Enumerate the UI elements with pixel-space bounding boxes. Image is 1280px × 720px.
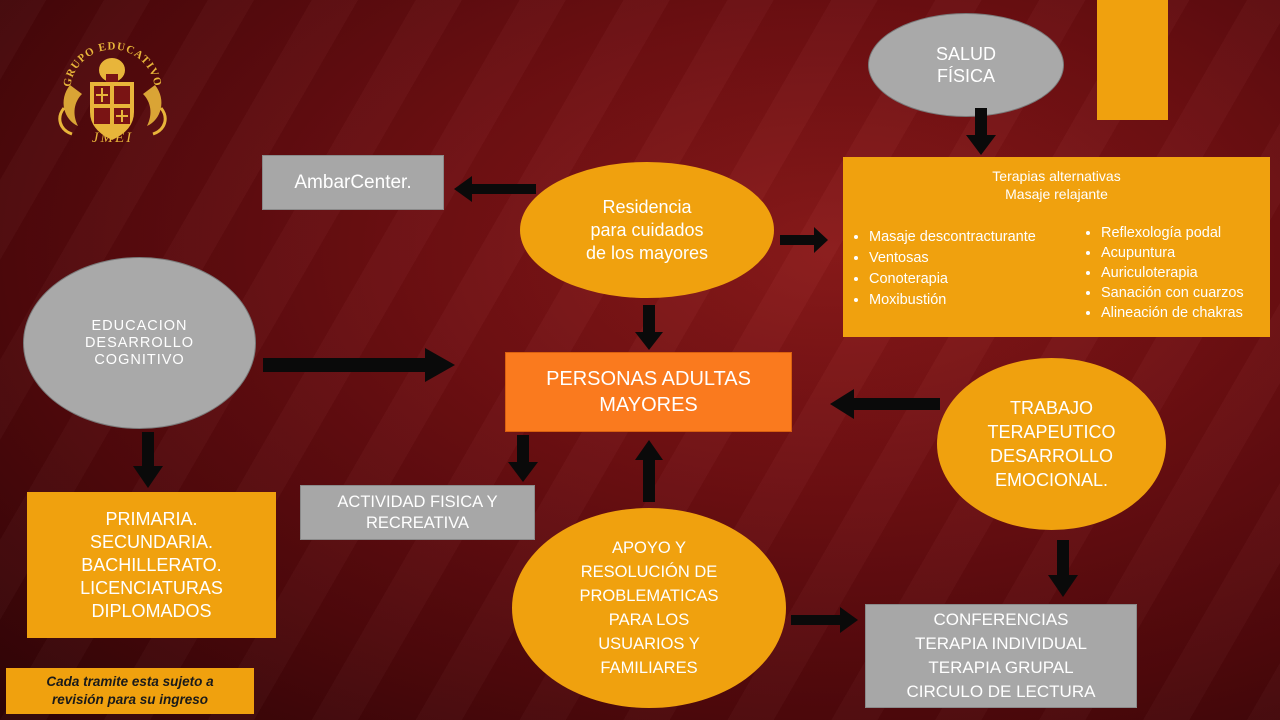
nota-box: Cada tramite esta sujeto a revisión para… xyxy=(6,668,254,714)
terapias-box: Terapias alternativas Masaje relajante M… xyxy=(843,157,1270,337)
conferencias-line-1: CONFERENCIAS xyxy=(933,610,1069,629)
terapias-right-list: Reflexología podal Acupuntura Auriculote… xyxy=(1079,223,1244,323)
primaria-line-1: PRIMARIA. xyxy=(105,508,198,529)
trabajo-line-4: EMOCIONAL. xyxy=(994,470,1109,490)
arrow-educacion-to-primaria xyxy=(133,432,163,488)
educacion-line-3: COGNITIVO xyxy=(94,351,185,368)
terapias-right-item: Reflexología podal xyxy=(1101,223,1244,243)
terapias-right-item: Acupuntura xyxy=(1101,243,1244,263)
residencia-line-1: Residencia xyxy=(602,196,692,217)
apoyo-node: APOYO Y RESOLUCIÓN DE PROBLEMATICAS PARA… xyxy=(512,508,786,708)
actividad-fisica-node: ACTIVIDAD FISICA Y RECREATIVA xyxy=(300,485,535,540)
actividad-line-2: RECREATIVA xyxy=(366,513,469,532)
trabajo-terapeutico-node: TRABAJO TERAPEUTICO DESARROLLO EMOCIONAL… xyxy=(937,358,1166,530)
residencia-node: Residencia para cuidados de los mayores xyxy=(520,162,774,298)
personas-line-1: PERSONAS ADULTAS xyxy=(546,368,751,390)
arrow-personas-to-actividad xyxy=(508,435,538,482)
primaria-line-2: SECUNDARIA. xyxy=(89,531,214,552)
educacion-node: EDUCACION DESARROLLO COGNITIVO xyxy=(23,257,256,429)
arrow-trabajo-to-conferencias xyxy=(1048,540,1078,597)
apoyo-line-6: FAMILIARES xyxy=(600,659,698,677)
personas-line-2: MAYORES xyxy=(599,394,698,416)
arrow-residencia-to-ambar xyxy=(454,176,536,202)
terapias-left-list: Masaje descontracturante Ventosas Conote… xyxy=(843,227,1036,311)
conferencias-line-2: TERAPIA INDIVIDUAL xyxy=(915,634,1087,653)
terapias-title: Terapias alternativas Masaje relajante xyxy=(843,157,1270,203)
apoyo-line-1: APOYO Y xyxy=(612,539,686,557)
terapias-left-item: Moxibustión xyxy=(869,290,1036,311)
ambar-center-label: AmbarCenter. xyxy=(294,171,412,193)
terapias-right-item: Auriculoterapia xyxy=(1101,263,1244,283)
terapias-left-item: Ventosas xyxy=(869,248,1036,269)
terapias-left-item: Conoterapia xyxy=(869,269,1036,290)
terapias-title-line-1: Terapias alternativas xyxy=(992,168,1121,184)
conferencias-node: CONFERENCIAS TERAPIA INDIVIDUAL TERAPIA … xyxy=(865,604,1137,708)
personas-adultas-node: PERSONAS ADULTAS MAYORES xyxy=(505,352,792,432)
primaria-line-4: LICENCIATURAS xyxy=(80,577,223,598)
arrow-educacion-to-personas xyxy=(263,348,455,382)
logo-bottom-text: JMEI xyxy=(91,130,134,146)
apoyo-line-5: USUARIOS Y xyxy=(598,635,700,653)
nota-line-2: revisión para su ingreso xyxy=(51,692,209,707)
nota-line-1: Cada tramite esta sujeto a xyxy=(46,674,214,689)
primaria-node: PRIMARIA. SECUNDARIA. BACHILLERATO. LICE… xyxy=(27,492,276,638)
terapias-title-line-2: Masaje relajante xyxy=(1005,186,1108,202)
primaria-line-3: BACHILLERATO. xyxy=(81,554,222,575)
apoyo-line-2: RESOLUCIÓN DE xyxy=(580,563,718,581)
arrow-residencia-to-personas xyxy=(635,305,663,350)
arrow-apoyo-to-personas xyxy=(635,440,663,502)
ambar-center-node: AmbarCenter. xyxy=(262,155,444,210)
terapias-right-item: Sanación con cuarzos xyxy=(1101,283,1244,303)
arrow-residencia-to-terapias xyxy=(780,227,828,253)
trabajo-line-1: TRABAJO xyxy=(1009,398,1093,418)
residencia-line-2: para cuidados xyxy=(590,219,704,240)
residencia-line-3: de los mayores xyxy=(585,242,709,263)
terapias-right-item: Alineación de chakras xyxy=(1101,303,1244,323)
primaria-line-5: DIPLOMADOS xyxy=(91,600,212,621)
conferencias-line-3: TERAPIA GRUPAL xyxy=(928,658,1074,677)
terapias-left-item: Masaje descontracturante xyxy=(869,227,1036,248)
actividad-line-1: ACTIVIDAD FISICA Y xyxy=(337,492,498,511)
educacion-line-2: DESARROLLO xyxy=(84,334,195,351)
trabajo-line-3: DESARROLLO xyxy=(989,446,1114,466)
arrow-trabajo-to-personas xyxy=(830,389,940,419)
salud-line-2: FÍSICA xyxy=(936,66,995,86)
trabajo-line-2: TERAPEUTICO xyxy=(987,422,1116,442)
salud-line-1: SALUD xyxy=(935,44,997,64)
apoyo-line-3: PROBLEMATICAS xyxy=(579,587,719,605)
apoyo-line-4: PARA LOS xyxy=(608,611,690,629)
conferencias-line-4: CIRCULO DE LECTURA xyxy=(906,682,1096,701)
educacion-line-1: EDUCACION xyxy=(91,317,188,334)
decorative-bar xyxy=(1097,0,1168,120)
arrow-apoyo-to-conferencias xyxy=(791,607,858,633)
salud-fisica-node: SALUD FÍSICA xyxy=(868,13,1064,117)
logo: GRUPO EDUCATIVO JMEI xyxy=(50,30,175,155)
logo-crest-icon: GRUPO EDUCATIVO xyxy=(58,40,167,140)
